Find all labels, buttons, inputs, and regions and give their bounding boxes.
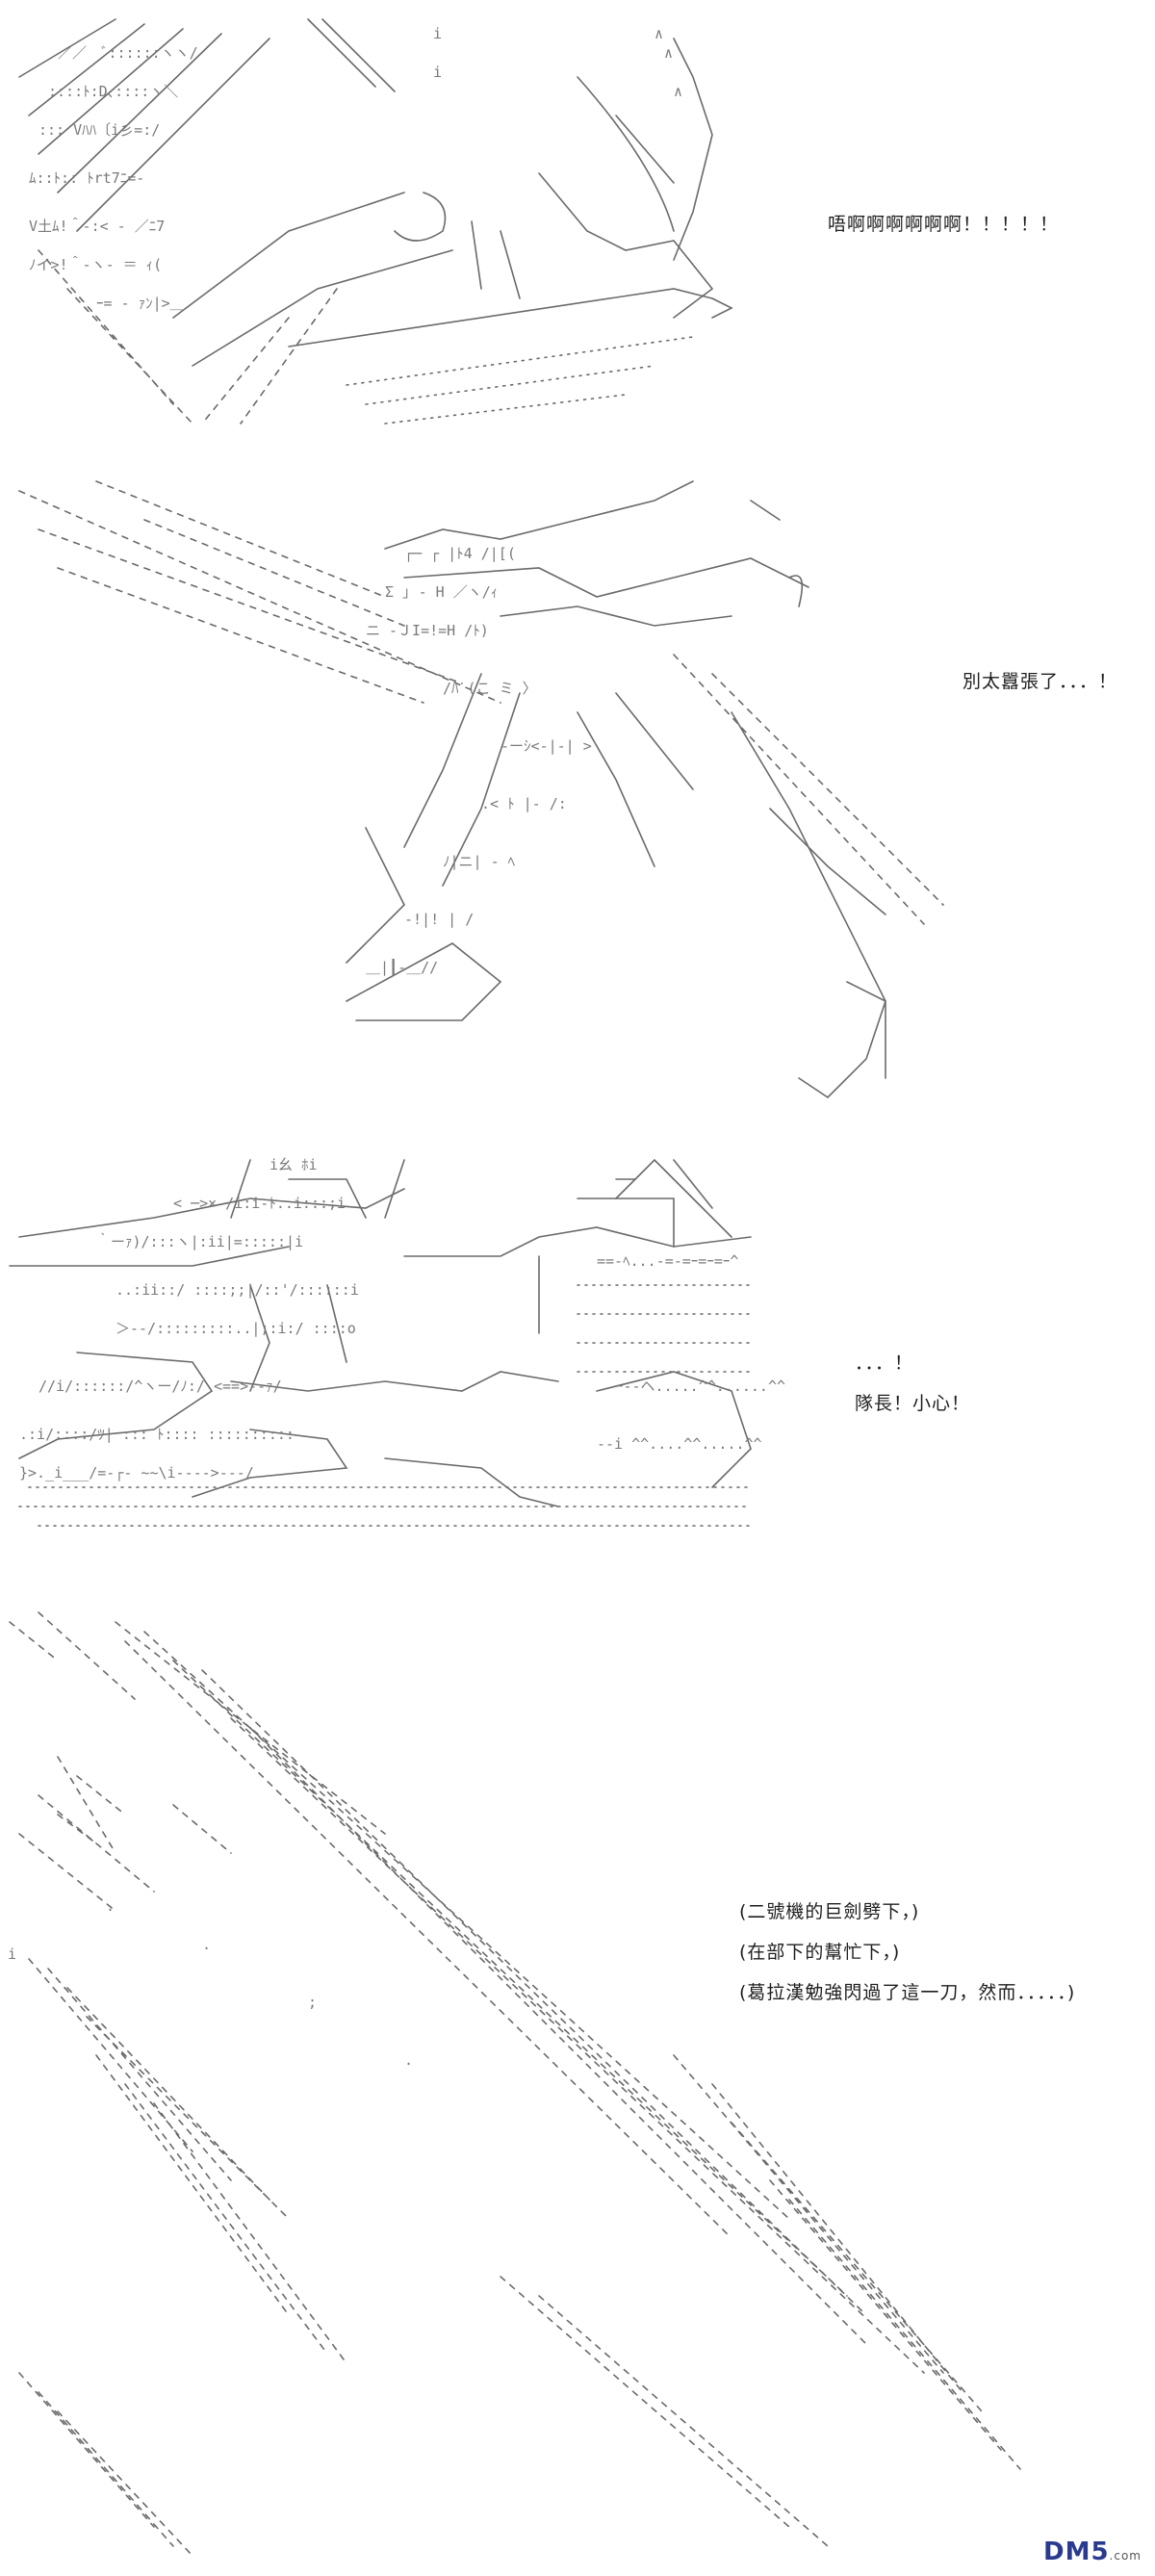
svg-text:.: . [202, 1936, 211, 1953]
svg-text:∧: ∧ [654, 25, 663, 42]
ascii-art-clash: ┌─ ┌ |ﾄ4 /|[( Σ ｣ ‐ H ／ヽ/ｨ ニ ‐ＪI=!=H /ﾄ)… [18, 480, 944, 1099]
svg-text:i: i [433, 25, 442, 42]
ascii-art-scream: ／／ ﾞ::::::ヽヽ/ ::::ﾄ:D､::::ヽ＼ ::: Vﾊﾊ〔i彡=… [18, 18, 733, 425]
svg-text:ニ ‐ＪI=!=H /ﾄ): ニ ‐ＪI=!=H /ﾄ) [366, 622, 489, 639]
svg-text:i: i [433, 64, 442, 81]
svg-text:V土ﾑ!＾-:< - ／ﾆ7: V土ﾑ!＾-:< - ／ﾆ7 [29, 217, 165, 235]
svg-text:.:i/::::/ﾂ| ::: ﾄ:::: ::::::::: .:i/::::/ﾂ| ::: ﾄ:::: :::::::::: [19, 1426, 295, 1443]
svg-text:ﾑ::ﾄ:: ﾄrt7ﾆ=-: ﾑ::ﾄ:: ﾄrt7ﾆ=- [29, 169, 144, 187]
svg-text:.: . [106, 1897, 115, 1915]
svg-text:∧: ∧ [674, 83, 682, 100]
svg-text:＿|┃-＿//: ＿|┃-＿// [366, 958, 438, 976]
svg-text:/ﾊ (こ ミ 〉: /ﾊ (こ ミ 〉 [443, 680, 537, 697]
svg-text:.: . [404, 2051, 413, 2069]
ascii-art-robots: i幺 ﾎi < ─>× /i:i-ﾄ..i:::;i ｀ーｧ)/:::ヽ|:ii… [9, 1156, 785, 1527]
svg-text:‐-i ^^....^^.....^^: ‐-i ^^....^^.....^^ [597, 1435, 762, 1453]
svg-text:∧: ∧ [664, 44, 673, 62]
dialogue-captain-careful: 隊長！小心！ [855, 1393, 971, 1414]
watermark-suffix: .com [1109, 2549, 1142, 2563]
svg-text:;: ; [308, 1994, 317, 2011]
svg-text:┌─ ┌ |ﾄ4 /|[(: ┌─ ┌ |ﾄ4 /|[( [404, 545, 516, 562]
svg-text:::: Vﾊﾊ〔i彡=:/: ::: Vﾊﾊ〔i彡=:/ [38, 121, 160, 139]
watermark-logo: DM5.com [1043, 2537, 1142, 2566]
dialogue-scream: 唔啊啊啊啊啊啊！！！！！ [828, 214, 1060, 235]
narration-line-1: (二號機的巨劍劈下，) [739, 1901, 920, 1922]
svg-text:ﾉ|ニ| ‐ ﾍ: ﾉ|ニ| ‐ ﾍ [443, 853, 516, 870]
svg-text:..:ii::/ ::::;;|/::'/::::::i: ..:ii::/ ::::;;|/::'/::::::i [116, 1281, 359, 1299]
panel-1: ／／ ﾞ::::::ヽヽ/ ::::ﾄ:D､::::ヽ＼ ::: Vﾊﾊ〔i彡=… [0, 0, 1155, 452]
panel-3: i幺 ﾎi < ─>× /i:i-ﾄ..i:::;i ｀ーｧ)/:::ヽ|:ii… [0, 1141, 1155, 1593]
svg-text:.< ﾄ |- /:: .< ﾄ |- /: [481, 795, 567, 812]
svg-text:ｰ= ‐ ｧﾝ|>＿: ｰ= ‐ ｧﾝ|>＿ [96, 295, 185, 312]
svg-text://i/::::::/^ヽー/ﾉ:/ <==>--ｧ/: //i/::::::/^ヽー/ﾉ:/ <==>--ｧ/ [38, 1378, 282, 1395]
panel-2: ┌─ ┌ |ﾄ4 /|[( Σ ｣ ‐ H ／ヽ/ｨ ニ ‐ＪI=!=H /ﾄ)… [0, 462, 1155, 1136]
svg-text:i: i [8, 1945, 16, 1963]
svg-text:Σ ｣ ‐ H ／ヽ/ｨ: Σ ｣ ‐ H ／ヽ/ｨ [385, 583, 498, 601]
dialogue-dont-be-cocky: 別太囂張了．．．！ [962, 671, 1118, 692]
svg-text:< ─>× /i:i-ﾄ..i:::;i: < ─>× /i:i-ﾄ..i:::;i [173, 1195, 346, 1212]
svg-text:ｰ-‐ヘ.....^^......^^: ｰ-‐ヘ.....^^......^^ [616, 1378, 785, 1395]
svg-text:}>._i___/=-┌‐ ~~\i---->---/: }>._i___/=-┌‐ ~~\i---->---/ [19, 1464, 254, 1481]
watermark-brand: DM5 [1043, 2537, 1110, 2566]
svg-text:::::ﾄ:D､::::ヽ＼: ::::ﾄ:D､::::ヽ＼ [48, 83, 178, 100]
ascii-art-sword-slash: i . ; . . [8, 1611, 1021, 2557]
svg-text:＞‐‐/:::::::::..|;:i:/ ::::o: ＞‐‐/:::::::::..|;:i:/ ::::o [116, 1320, 356, 1337]
svg-text:｀ーｧ)/:::ヽ|:ii|=:::::|i: ｀ーｧ)/:::ヽ|:ii|=:::::|i [96, 1232, 303, 1250]
svg-text:‐!|! | /: ‐!|! | / [404, 911, 474, 928]
svg-text:i幺 ﾎi: i幺 ﾎi [270, 1156, 318, 1173]
dialogue-gasp: ．．．！ [855, 1352, 914, 1374]
narration-line-2: (在部下的幫忙下，) [739, 1942, 901, 1963]
panel-4: i . ; . . (二號機的巨劍劈下，) (在部下的幫忙下，) (葛拉漢勉強閃… [0, 1603, 1155, 2576]
svg-text:／／ ﾞ::::::ヽヽ/: ／／ ﾞ::::::ヽヽ/ [58, 44, 198, 62]
svg-text:-ーｼ<-|-| >: -ーｼ<-|-| > [500, 737, 592, 755]
narration-line-3: (葛拉漢勉強閃過了這一刀，然而．．．．．) [739, 1982, 1076, 2003]
svg-text:==‐ﾍ...‐=‐=ｰ=ｰ=ｰ^: ==‐ﾍ...‐=‐=ｰ=ｰ=ｰ^ [597, 1252, 738, 1270]
svg-text:ﾉイ>!＾-ヽ‐ ＝ ｨ(: ﾉイ>!＾-ヽ‐ ＝ ｨ( [29, 255, 162, 273]
